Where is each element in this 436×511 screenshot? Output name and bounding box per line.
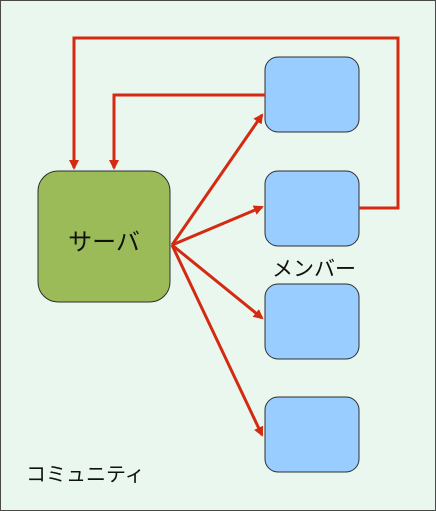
server-label: サーバ <box>68 228 140 256</box>
community-label: コミュニティ <box>26 462 145 486</box>
member-box-1 <box>264 56 360 133</box>
member-box-3 <box>264 283 360 360</box>
member-label: メンバー <box>272 257 356 281</box>
feedback-connector-outer <box>69 36 400 210</box>
broadcast-arrow-4 <box>170 244 264 437</box>
broadcast-arrow-3 <box>171 243 264 320</box>
broadcast-arrow-2 <box>171 205 264 247</box>
server-box <box>37 170 171 303</box>
broadcast-arrow-1 <box>170 113 264 246</box>
feedback-connector-inner <box>109 93 265 170</box>
member-box-2 <box>264 170 360 247</box>
member-box-4 <box>264 396 360 473</box>
